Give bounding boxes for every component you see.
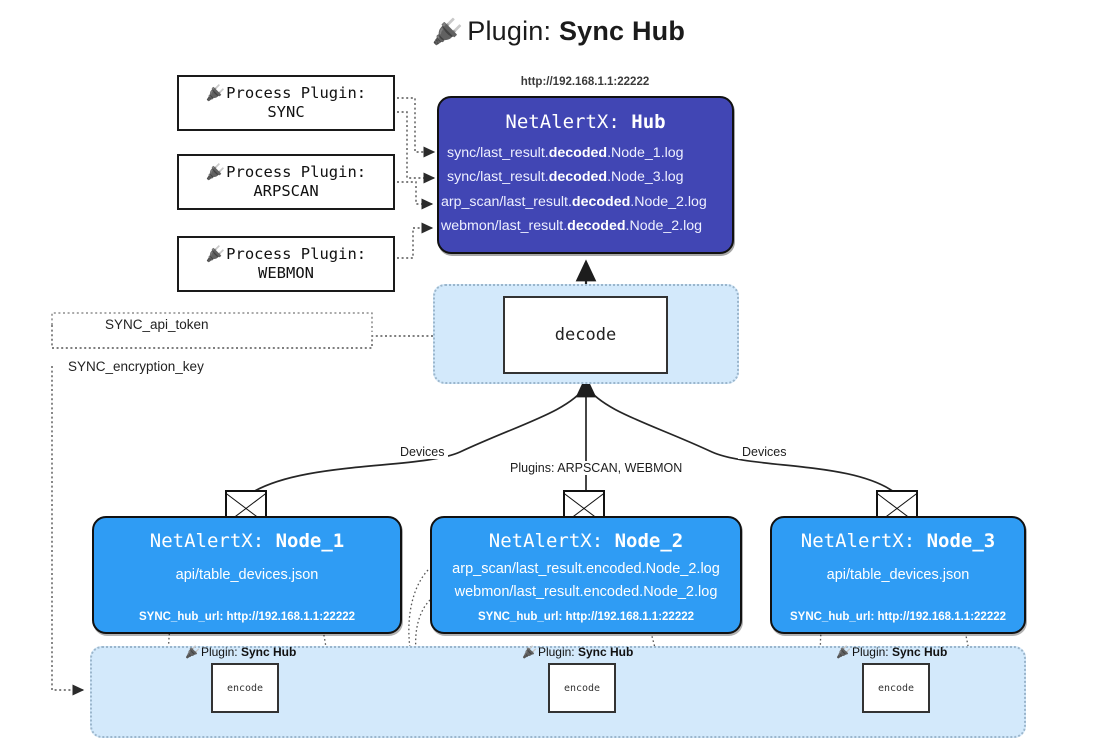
wire-arpscan-to-log3 (397, 181, 434, 210)
hub-log-row: webmon/last_result.decoded.Node_2.log (439, 214, 732, 238)
plugin-tag-2-prefix: Plugin: (537, 645, 578, 659)
plug-icon: 🔌 (836, 645, 851, 659)
process-plugin-webmon[interactable]: 🔌Process Plugin: WEBMON (177, 236, 395, 292)
node-2-lines: arp_scan/last_result.encoded.Node_2.log … (432, 558, 740, 605)
plugin-tag-3-name: Sync Hub (891, 645, 948, 659)
sync-encryption-key-label: SYNC_encryption_key (64, 359, 208, 374)
process-plugin-arpscan[interactable]: 🔌Process Plugin: ARPSCAN (177, 154, 395, 210)
hub-log-2-em: decoded (571, 193, 631, 210)
hub-log-3-pre: webmon/last_result. (441, 218, 568, 235)
process-plugin-sync-line2: SYNC (267, 103, 305, 121)
node-box-node-3[interactable]: NetAlertX: Node_3 api/table_devices.json… (770, 516, 1026, 634)
node-1-title-name: Node_1 (275, 530, 345, 552)
node-3-title-name: Node_3 (926, 530, 996, 552)
plugin-tag-encoder-3: 🔌Plugin: Sync Hub (836, 645, 947, 659)
plugin-tag-encoder-2: 🔌Plugin: Sync Hub (522, 645, 633, 659)
hub-url-label: http://192.168.1.1:22222 (520, 76, 650, 88)
hub-title-name: Hub (631, 111, 666, 133)
hub-log-2-post: .Node_2.log (630, 193, 707, 210)
wire-sync-to-log2 (397, 111, 436, 184)
plugin-tag-1-prefix: Plugin: (200, 645, 241, 659)
hub-log-row: arp_scan/last_result.decoded.Node_2.log (439, 190, 732, 214)
process-plugin-webmon-line2: WEBMON (258, 264, 314, 282)
hub-log-row: sync/last_result.decoded.Node_1.log (439, 141, 732, 165)
hub-log-list: sync/last_result.decoded.Node_1.log sync… (439, 141, 732, 239)
wire-node1-to-decode (247, 385, 587, 496)
hub-log-1-pre: sync/last_result. (447, 169, 549, 186)
sync-api-token-label: SYNC_api_token (101, 317, 213, 332)
process-plugin-webmon-line1: Process Plugin: (226, 245, 367, 264)
node-2-title: NetAlertX: Node_2 (432, 530, 740, 552)
hub-title: NetAlertX: Hub (439, 111, 732, 133)
process-plugin-arpscan-line1: Process Plugin: (226, 163, 367, 182)
hub-log-2-pre: arp_scan/last_result. (441, 193, 572, 210)
node-1-lines: api/table_devices.json (94, 564, 400, 587)
hub-log-1-post: .Node_3.log (607, 169, 684, 186)
encode-box-node-2[interactable]: encode (548, 663, 616, 713)
wire-encryption-key-to-encoders (51, 366, 85, 696)
node-1-title: NetAlertX: Node_1 (94, 530, 400, 552)
hub-log-0-pre: sync/last_result. (447, 145, 549, 161)
node-3-hub-url: SYNC_hub_url: http://192.168.1.1:22222 (789, 611, 1007, 623)
hub-log-1-em: decoded (548, 169, 608, 186)
hub-log-3-em: decoded (567, 218, 626, 235)
encode-box-node-1[interactable]: encode (211, 663, 279, 713)
page-title-prefix: Plugin: (467, 16, 559, 46)
node-box-node-1[interactable]: NetAlertX: Node_1 api/table_devices.json… (92, 516, 402, 634)
hub-log-row: sync/last_result.decoded.Node_3.log (439, 165, 732, 189)
plugin-tag-2-name: Sync Hub (577, 645, 634, 659)
plugin-tag-1-name: Sync Hub (240, 645, 297, 659)
hub-log-0-post: .Node_1.log (607, 145, 684, 161)
node-2-line: arp_scan/last_result.encoded.Node_2.log (452, 561, 720, 577)
plug-icon: 🔌 (205, 245, 226, 264)
plugin-tag-3-prefix: Plugin: (851, 645, 892, 659)
node-1-line: api/table_devices.json (175, 567, 319, 583)
wire-node3-to-decode (585, 385, 899, 496)
node-2-hub-url: SYNC_hub_url: http://192.168.1.1:22222 (477, 611, 695, 623)
node-1-hub-url: SYNC_hub_url: http://192.168.1.1:22222 (138, 611, 356, 623)
hub-node-box[interactable]: NetAlertX: Hub sync/last_result.decoded.… (437, 96, 734, 254)
node-1-title-prefix: NetAlertX: (149, 530, 276, 552)
decode-box[interactable]: decode (503, 296, 668, 374)
process-plugin-sync[interactable]: 🔌Process Plugin: SYNC (177, 75, 395, 131)
hub-log-0-em: decoded (548, 145, 608, 161)
plug-icon: 🔌 (431, 18, 464, 46)
plug-icon: 🔌 (185, 645, 200, 659)
hub-title-prefix: NetAlertX: (505, 111, 632, 133)
wire-sync-to-log1 (397, 97, 436, 158)
page-title-name: Sync Hub (558, 16, 686, 46)
node-3-title: NetAlertX: Node_3 (772, 530, 1024, 552)
node-2-line: webmon/last_result.encoded.Node_2.log (454, 584, 718, 601)
process-plugin-arpscan-line2: ARPSCAN (253, 182, 319, 200)
plug-icon: 🔌 (205, 84, 226, 103)
plug-icon: 🔌 (522, 645, 537, 659)
page-title: 🔌Plugin: Sync Hub (0, 16, 1117, 47)
edge-label-devices-right: Devices (738, 445, 791, 459)
node-2-title-prefix: NetAlertX: (488, 530, 615, 552)
node-box-node-2[interactable]: NetAlertX: Node_2 arp_scan/last_result.e… (430, 516, 742, 634)
node-3-line: api/table_devices.json (826, 567, 970, 583)
encode-box-node-3[interactable]: encode (862, 663, 930, 713)
node-3-lines: api/table_devices.json (772, 564, 1024, 587)
edge-label-devices-left: Devices (396, 445, 449, 459)
hub-log-3-post: .Node_2.log (625, 218, 703, 235)
plugin-tag-encoder-1: 🔌Plugin: Sync Hub (185, 645, 296, 659)
edge-label-plugins: Plugins: ARPSCAN, WEBMON (506, 461, 687, 475)
process-plugin-sync-line1: Process Plugin: (226, 84, 367, 103)
node-3-title-prefix: NetAlertX: (800, 530, 927, 552)
plug-icon: 🔌 (205, 163, 226, 182)
wire-webmon-to-log4 (397, 222, 434, 259)
node-2-title-name: Node_2 (614, 530, 684, 552)
